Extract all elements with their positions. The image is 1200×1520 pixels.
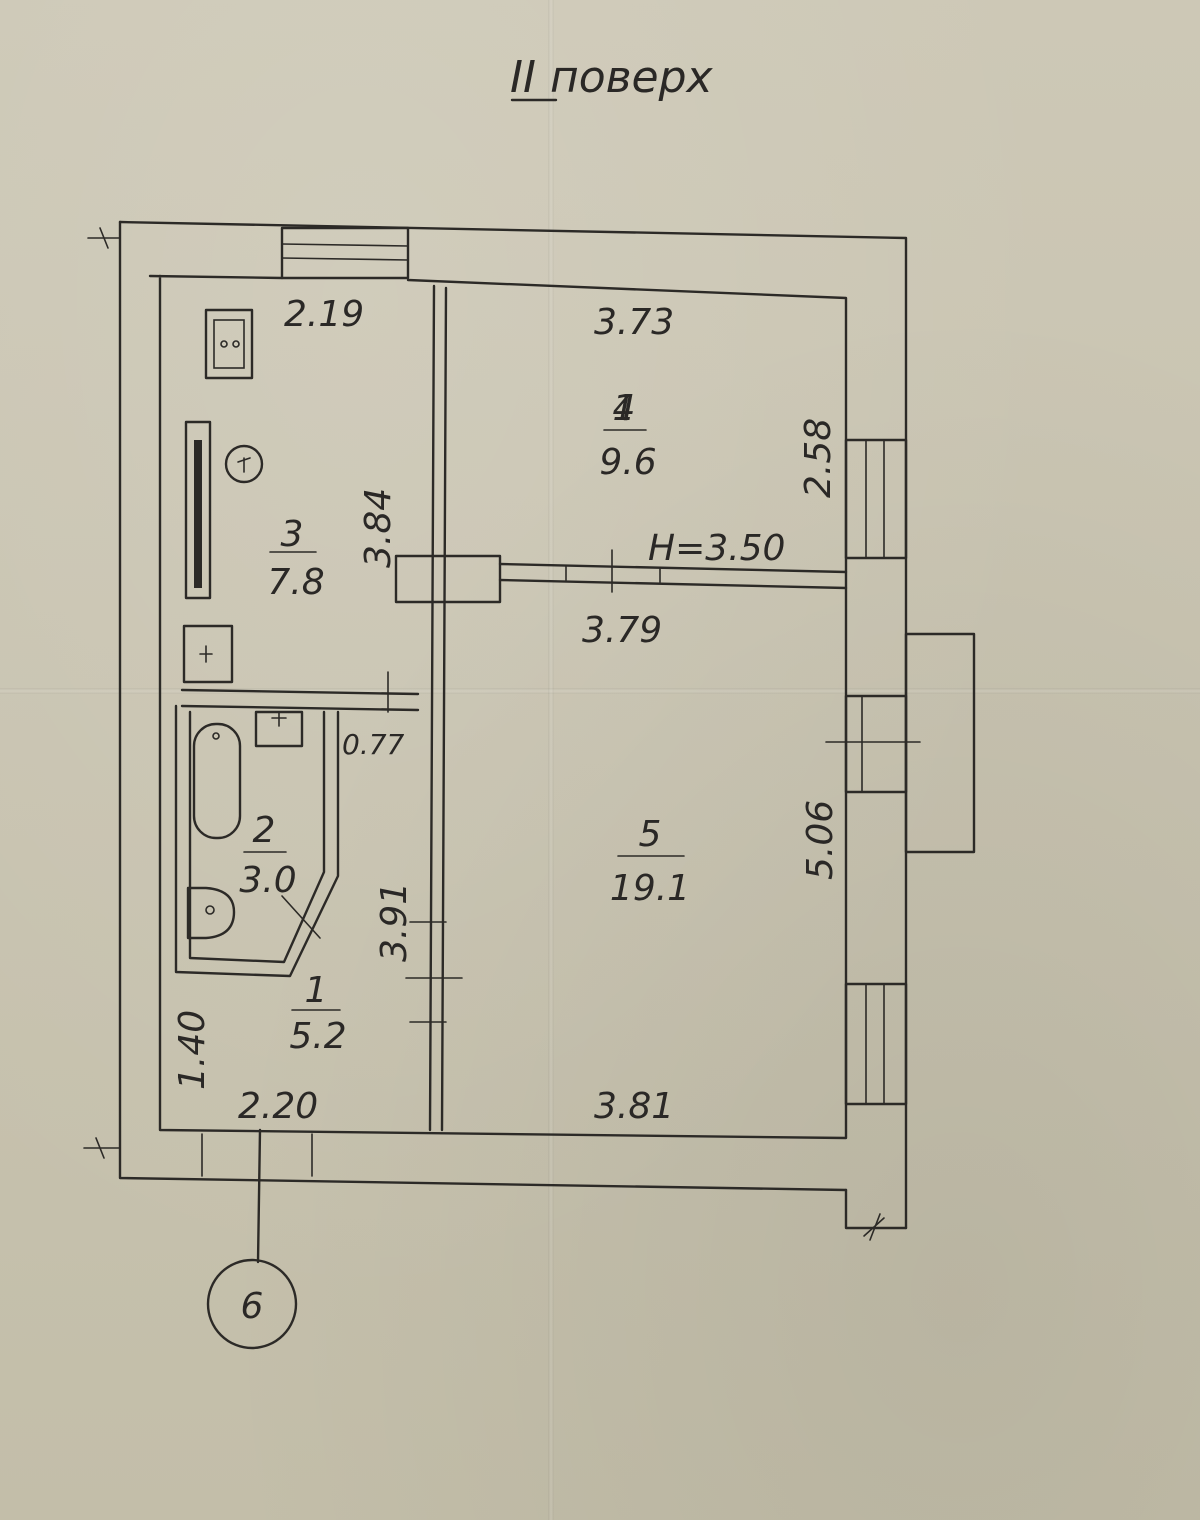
- dim-room4-width: 3.73: [594, 302, 674, 343]
- counter-fixture: [184, 420, 212, 600]
- dim-room4-lower-width: 3.79: [582, 610, 662, 651]
- room-number: 3: [281, 514, 304, 555]
- room-label-5: 5 19.1: [610, 814, 690, 909]
- bathtub-fixture: [192, 722, 242, 840]
- room-label-2: 2 3.0: [239, 810, 296, 901]
- dim-ceiling-height: H=3.50: [648, 528, 785, 569]
- floor-title: II поверх: [510, 52, 714, 103]
- stove-fixture: [204, 308, 254, 380]
- room-number: 2: [253, 810, 276, 851]
- balcony-bay: [825, 632, 976, 854]
- dim-room3-length: 3.84: [358, 488, 399, 568]
- room-area: 5.2: [289, 1016, 346, 1057]
- paper-fold-vertical: [548, 0, 554, 1520]
- paper-fold-horizontal: [0, 688, 1200, 694]
- room-number: 5: [639, 814, 662, 855]
- dim-room1-depth: 1.40: [172, 1010, 213, 1090]
- gas-meter-icon: [224, 444, 264, 484]
- window-top: [280, 226, 410, 280]
- room-label-4: 1 4 9.6: [599, 388, 656, 483]
- room-number: 1: [305, 970, 328, 1011]
- window-right-lower: [844, 982, 908, 1106]
- room-number: 1: [613, 388, 636, 429]
- room-area: 7.8: [267, 562, 324, 603]
- dim-room5-depth: 5.06: [800, 800, 841, 880]
- dim-room1-width: 2.20: [238, 1086, 318, 1127]
- dim-room4-depth: 2.58: [798, 418, 839, 498]
- room-area: 19.1: [610, 868, 690, 909]
- room-number: 4: [613, 388, 636, 429]
- dim-corridor-length: 3.91: [374, 882, 415, 962]
- window-right-upper: [844, 438, 908, 560]
- room-area: 3.0: [239, 860, 296, 901]
- kitchen-sink-fixture: [182, 624, 234, 684]
- room-label-3: 3 7.8: [267, 514, 324, 603]
- toilet-fixture: [186, 886, 236, 940]
- washbasin-fixture: [254, 710, 304, 748]
- axis-marker-label: 6: [241, 1286, 264, 1327]
- room-label-1: 1 5.2: [289, 970, 346, 1057]
- dim-room5-width: 3.81: [594, 1086, 674, 1127]
- dim-room3-width: 2.19: [284, 294, 364, 335]
- dim-bath-gap: 0.77: [342, 728, 405, 761]
- axis-marker: 6: [206, 1128, 298, 1350]
- interior-walls: [174, 284, 848, 1177]
- room-area: 9.6: [599, 442, 656, 483]
